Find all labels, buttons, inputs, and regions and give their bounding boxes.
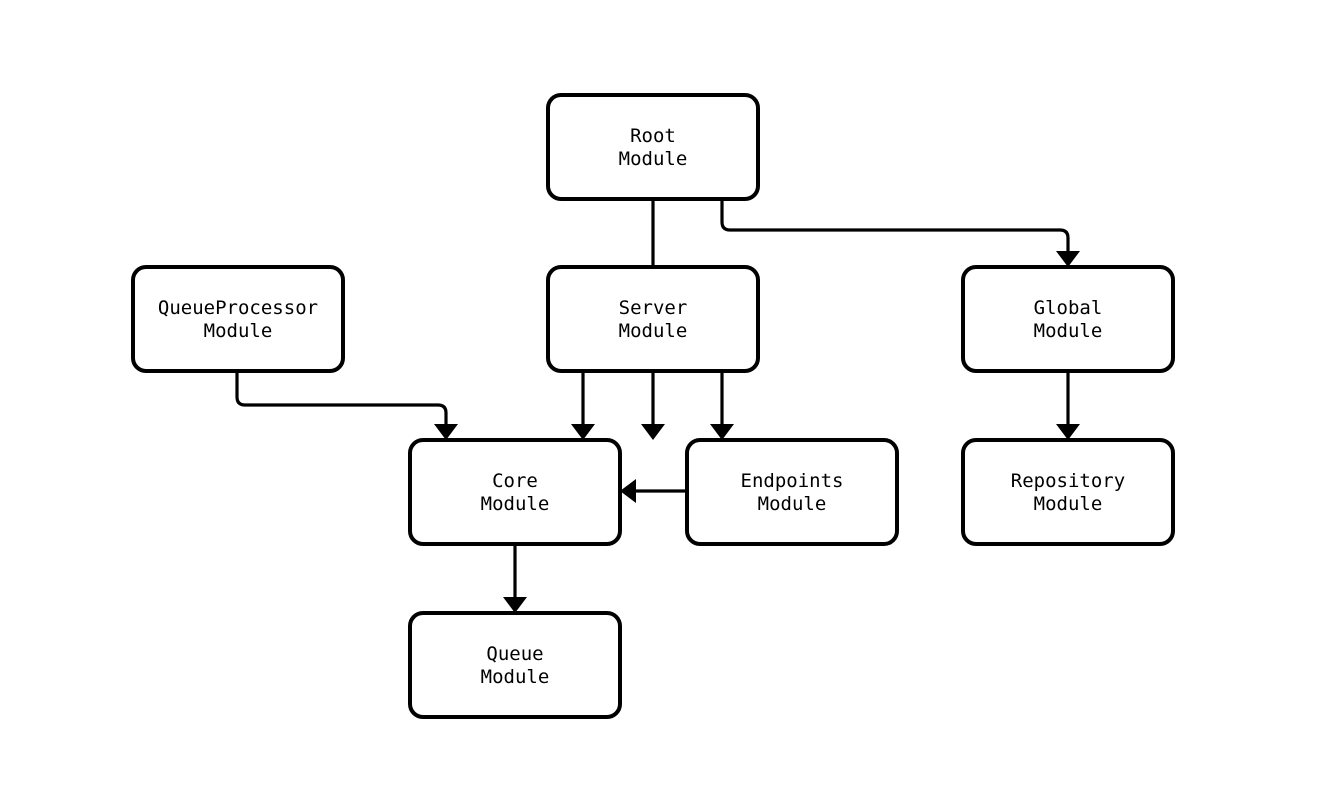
node-label-line2: Module (481, 666, 550, 688)
edge-core-to-queue (503, 544, 527, 613)
node-label-line1: Global (1034, 297, 1103, 319)
edges-layer (235, 199, 1080, 613)
node-label-line2: Module (481, 493, 550, 515)
node-box[interactable] (408, 611, 622, 719)
arrowhead-icon (571, 424, 595, 440)
arrowhead-icon (1056, 424, 1080, 440)
edge-line (235, 371, 448, 432)
node-box[interactable] (961, 438, 1175, 546)
edge-server-to-endpoints (710, 371, 734, 440)
node-label-line1: Queue (486, 643, 543, 665)
node-box[interactable] (961, 265, 1175, 373)
node-label-line2: Module (204, 320, 273, 342)
node-label-line2: Module (619, 320, 688, 342)
node-label-line2: Module (619, 148, 688, 170)
node-label-line1: Root (630, 125, 676, 147)
arrowhead-icon (1056, 251, 1080, 267)
arrowhead-icon (503, 597, 527, 613)
edge-queueprocessor-to-core (235, 371, 458, 440)
edge-server-to-core (571, 371, 595, 440)
node-label-line2: Module (1034, 493, 1103, 515)
arrowhead-icon (434, 424, 458, 440)
edge-global-to-repository (1056, 371, 1080, 440)
node-box[interactable] (546, 265, 760, 373)
arrowhead-icon (641, 424, 665, 440)
node-box[interactable] (131, 265, 345, 373)
node-box[interactable] (408, 438, 622, 546)
arrowhead-icon (620, 479, 636, 503)
node-box[interactable] (685, 438, 899, 546)
node-label-line1: Core (492, 470, 538, 492)
edge-root-to-global (720, 199, 1080, 267)
node-label-line1: QueueProcessor (158, 297, 318, 319)
node-label-line1: Endpoints (741, 470, 844, 492)
node-label-line2: Module (758, 493, 827, 515)
arrowhead-icon (710, 424, 734, 440)
node-label-line1: Repository (1011, 470, 1125, 492)
node-box[interactable] (546, 93, 760, 201)
node-label-line2: Module (1034, 320, 1103, 342)
edge-endpoints-to-core (620, 479, 687, 503)
node-label-line1: Server (619, 297, 688, 319)
edge-line (720, 199, 1070, 259)
